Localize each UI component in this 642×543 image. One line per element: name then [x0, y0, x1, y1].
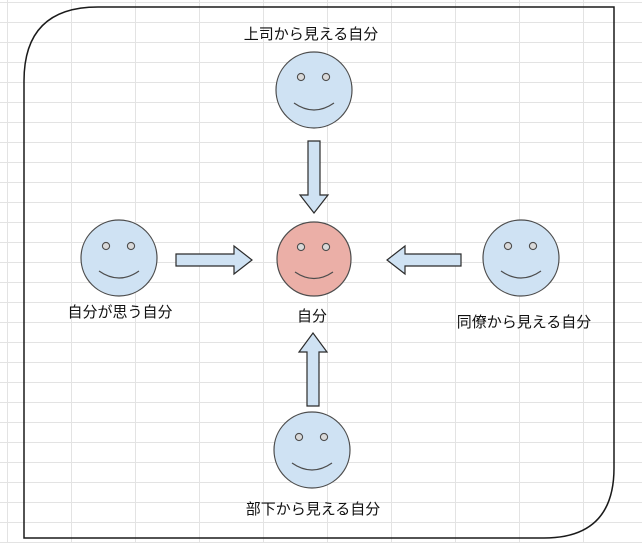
- label-subordinate-view: 部下から見える自分: [245, 500, 381, 518]
- face-top-icon: [275, 51, 353, 129]
- face-right-icon: [482, 219, 560, 297]
- label-self-view: 自分が思う自分: [67, 303, 173, 321]
- arrow-right-icon: [175, 244, 253, 276]
- arrow-down-icon: [298, 140, 330, 214]
- face-left-icon: [80, 219, 158, 297]
- face-center-icon: [276, 221, 352, 297]
- arrow-up-icon: [297, 331, 329, 407]
- diagram-frame: [23, 6, 615, 539]
- label-colleague-view: 同僚から見える自分: [456, 313, 592, 331]
- face-bottom-icon: [273, 411, 351, 489]
- label-boss-view: 上司から見える自分: [243, 25, 379, 43]
- arrow-left-icon: [386, 244, 462, 276]
- label-self: 自分: [296, 307, 328, 325]
